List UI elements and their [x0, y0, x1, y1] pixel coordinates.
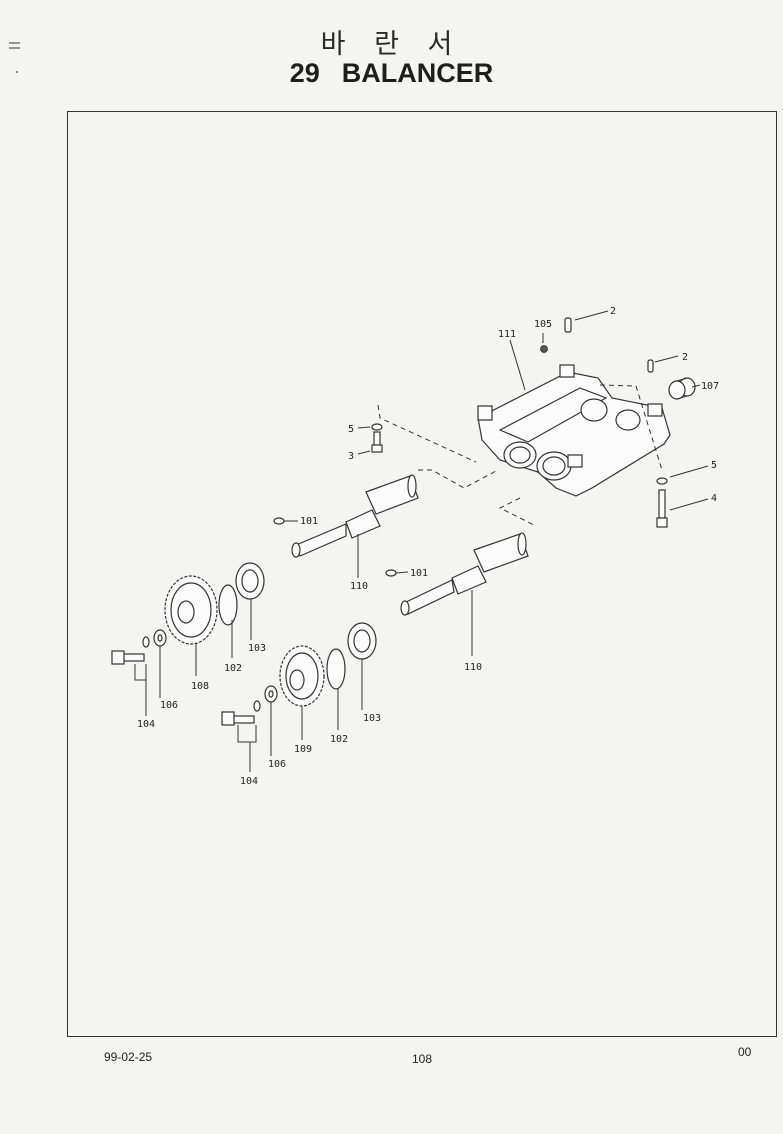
- gear-109: [279, 645, 325, 707]
- korean-title: 바 란 서: [320, 29, 463, 60]
- label-109: 109: [294, 744, 312, 755]
- snap-ring-102a: [218, 584, 238, 626]
- leader-lines: [134, 310, 709, 772]
- washer-106a: [153, 629, 167, 647]
- woodruff-key-101b: [385, 569, 397, 577]
- balancer-shaft-lower: [400, 532, 529, 616]
- label-103a: 103: [248, 643, 266, 654]
- washer-5a: [371, 423, 383, 431]
- label-102b: 102: [330, 734, 348, 745]
- label-105: 105: [534, 319, 552, 330]
- label-102a: 102: [224, 663, 242, 674]
- bearing-103b: [347, 622, 377, 660]
- snap-ring-102b: [326, 648, 346, 690]
- balancer-housing: [477, 364, 671, 497]
- nut-105: [540, 345, 548, 353]
- label-2a: 2: [610, 306, 616, 317]
- woodruff-key-101a: [273, 517, 285, 525]
- label-107: 107: [701, 381, 719, 392]
- balancer-shaft-upper: [291, 474, 419, 558]
- bearing-103a: [235, 562, 265, 600]
- thin-washer-b: [253, 700, 261, 712]
- label-4: 4: [711, 493, 717, 504]
- label-103b: 103: [363, 713, 381, 724]
- label-5b: 5: [711, 460, 717, 471]
- margin-marks: [9, 42, 20, 73]
- dowel-pin-2b: [647, 359, 654, 373]
- washer-106b: [264, 685, 278, 703]
- section-title: BALANCER: [341, 58, 494, 88]
- label-101a: 101: [300, 516, 318, 527]
- label-106b: 106: [268, 759, 286, 770]
- label-110b: 110: [464, 662, 482, 673]
- bolt-104b: [221, 711, 255, 726]
- page-title: 29 BALANCER: [0, 58, 783, 89]
- footer-page-number: 108: [412, 1052, 433, 1066]
- label-3: 3: [348, 451, 354, 462]
- label-110a: 110: [350, 581, 368, 592]
- label-101b: 101: [410, 568, 428, 579]
- label-111: 111: [498, 329, 516, 340]
- label-5a: 5: [348, 424, 354, 435]
- diagram-frame: [67, 111, 777, 1037]
- section-number: 29: [289, 58, 320, 88]
- bolt-4: [656, 489, 668, 528]
- label-106a: 106: [160, 700, 178, 711]
- gear-108: [164, 575, 218, 645]
- bolt-3: [371, 431, 383, 453]
- washer-5b: [656, 477, 668, 485]
- label-104a: 104: [137, 719, 155, 730]
- label-104b: 104: [240, 776, 258, 787]
- dowel-pin-2a: [564, 317, 572, 333]
- footer-revision: 00: [738, 1045, 752, 1059]
- footer-date: 99-02-25: [104, 1050, 153, 1064]
- bolt-104a: [111, 650, 145, 665]
- bushing-107: [668, 377, 696, 400]
- label-108: 108: [191, 681, 209, 692]
- label-2b: 2: [682, 352, 688, 363]
- thin-washer-a: [142, 636, 150, 648]
